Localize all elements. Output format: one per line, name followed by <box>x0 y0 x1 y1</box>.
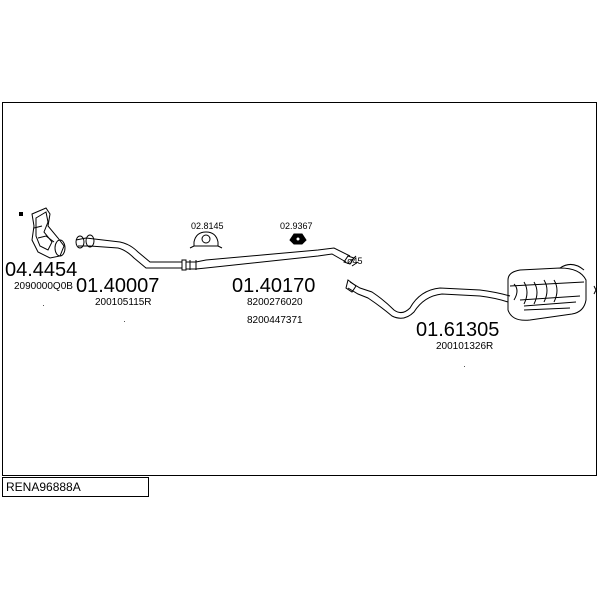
part-number-front-pipe: 01.40007 <box>76 275 160 297</box>
clamp-part <box>189 231 223 249</box>
rear-pipe-part <box>345 279 511 319</box>
diagram-code: RENA96888A <box>6 480 81 494</box>
part-number-catalytic-converter: 04.4454 <box>5 259 78 281</box>
part-ref-rear-muffler: 200101326R <box>436 341 494 352</box>
diameter-marks <box>351 255 359 267</box>
part-ref-middle-pipe-2: 8200447371 <box>247 315 303 326</box>
diameter-label: ø45 <box>347 256 363 266</box>
middle-pipe-part <box>186 247 355 270</box>
catalytic-converter-part <box>31 207 66 259</box>
part-ref-catalytic-converter: 2090000Q0B <box>14 281 73 292</box>
rear-muffler-part <box>507 264 597 321</box>
ref-dot <box>464 366 465 367</box>
part-number-hanger: 02.9367 <box>280 221 313 231</box>
part-ref-middle-pipe-1: 8200276020 <box>247 297 303 308</box>
ref-dot <box>124 321 125 322</box>
part-ref-front-pipe: 200105115R <box>95 297 152 308</box>
marker-square <box>19 212 23 216</box>
rubber-hanger-part <box>289 233 307 245</box>
diagram-code-box: RENA96888A <box>2 477 149 497</box>
part-number-clamp: 02.8145 <box>191 221 224 231</box>
ref-dot <box>43 305 44 306</box>
part-number-rear-muffler: 01.61305 <box>416 319 500 341</box>
front-pipe-part <box>75 234 187 271</box>
part-number-middle-pipe: 01.40170 <box>232 275 316 297</box>
diagram-frame <box>2 102 597 476</box>
